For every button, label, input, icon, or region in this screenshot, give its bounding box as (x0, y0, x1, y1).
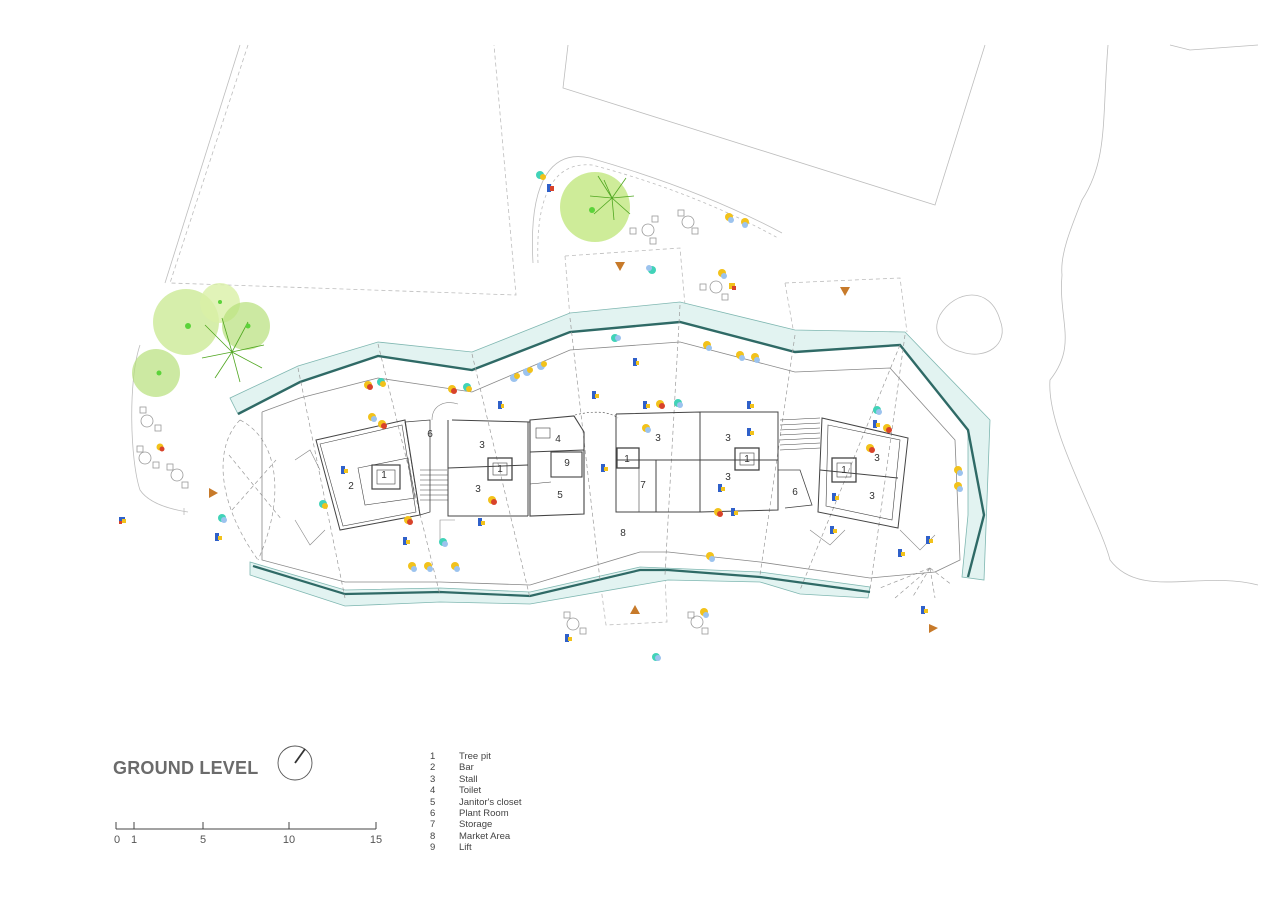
legend-number: 7 (430, 819, 436, 831)
scale-label: 10 (282, 834, 296, 846)
room-label-stall: 3 (479, 440, 485, 451)
drawing-title: GROUND LEVEL (113, 758, 259, 778)
stall-block-c (699, 411, 821, 513)
legend-number: 8 (430, 830, 436, 842)
legend-item: 4 Toilet (430, 785, 522, 796)
legend-item: 8 Market Area (430, 831, 522, 842)
table-set-icon (136, 209, 729, 635)
legend-label: Toilet (459, 785, 482, 797)
person-icon (119, 171, 963, 661)
legend-number: 4 (430, 785, 436, 797)
room-label-tree-pit: 1 (841, 465, 847, 476)
legend-number: 2 (430, 762, 436, 774)
doors (294, 402, 936, 551)
room-label-tree-pit: 1 (497, 464, 503, 475)
entry-triangle-icon (209, 262, 938, 633)
stall-block-a (447, 419, 531, 517)
room-label-bar: 2 (348, 481, 354, 492)
legend-number: 1 (430, 751, 436, 762)
legend-label: Tree pit (459, 751, 491, 762)
tree-icon (132, 283, 270, 397)
room-label-tree-pit: 1 (624, 454, 630, 465)
room-label-plant-room: 6 (792, 487, 798, 498)
room-label-market-area: 8 (620, 528, 626, 539)
legend-number: 3 (430, 773, 436, 785)
legend-item: 7 Storage (430, 819, 522, 830)
room-label-lift: 9 (564, 458, 570, 469)
legend-label: Market Area (459, 830, 511, 842)
service-block (529, 411, 619, 517)
legend-item: 5 Janitor's closet (430, 797, 522, 808)
room-label-toilet: 4 (555, 434, 561, 445)
bar-block-west (315, 419, 448, 531)
legend-item: 9 Lift (430, 842, 522, 853)
legend-label: Stall (459, 773, 478, 785)
room-label-tree-pit: 1 (744, 454, 750, 465)
canopy-south (249, 561, 871, 607)
legend-item: 6 Plant Room (430, 808, 522, 819)
north-arrow-icon (277, 745, 313, 781)
scale-label: 15 (369, 834, 383, 846)
scale-label: 0 (113, 834, 121, 846)
legend-item: 3 Stall (430, 774, 522, 785)
legend-label: Lift (459, 842, 472, 854)
scale-label: 1 (130, 834, 138, 846)
room-label-stall: 3 (869, 491, 875, 502)
legend-label: Plant Room (459, 807, 509, 819)
legend-number: 6 (430, 807, 436, 819)
room-label-stall: 3 (874, 453, 880, 464)
room-label-tree-pit: 1 (381, 470, 387, 481)
legend-number: 9 (430, 842, 436, 854)
room-label-plant-room: 6 (427, 429, 433, 440)
stall-block-d (817, 417, 909, 529)
room-label-stall: 3 (725, 433, 731, 444)
site-context (131, 44, 1259, 626)
legend-item: 1 Tree pit (430, 751, 522, 762)
tree-icon (560, 172, 635, 242)
canopy-north (229, 301, 991, 581)
legend-label: Storage (459, 819, 493, 831)
market-floor-edge (261, 341, 961, 586)
room-label-stall: 3 (475, 484, 481, 495)
room-label-stall: 3 (655, 433, 661, 444)
legend-label: Janitor's closet (459, 796, 522, 808)
legend: 1 Tree pit 2 Bar 3 Stall 4 Toilet 5 Janitor's… (430, 751, 522, 854)
legend-number: 5 (430, 796, 436, 808)
legend-item: 2 Bar (430, 762, 522, 773)
scale-bar (115, 822, 377, 830)
room-label-stall: 3 (725, 472, 731, 483)
room-label-janitors-closet: 5 (557, 490, 563, 501)
room-label-storage: 7 (640, 480, 646, 491)
legend-label: Bar (459, 762, 474, 774)
scale-label: 5 (199, 834, 207, 846)
stall-block-b (615, 411, 701, 513)
